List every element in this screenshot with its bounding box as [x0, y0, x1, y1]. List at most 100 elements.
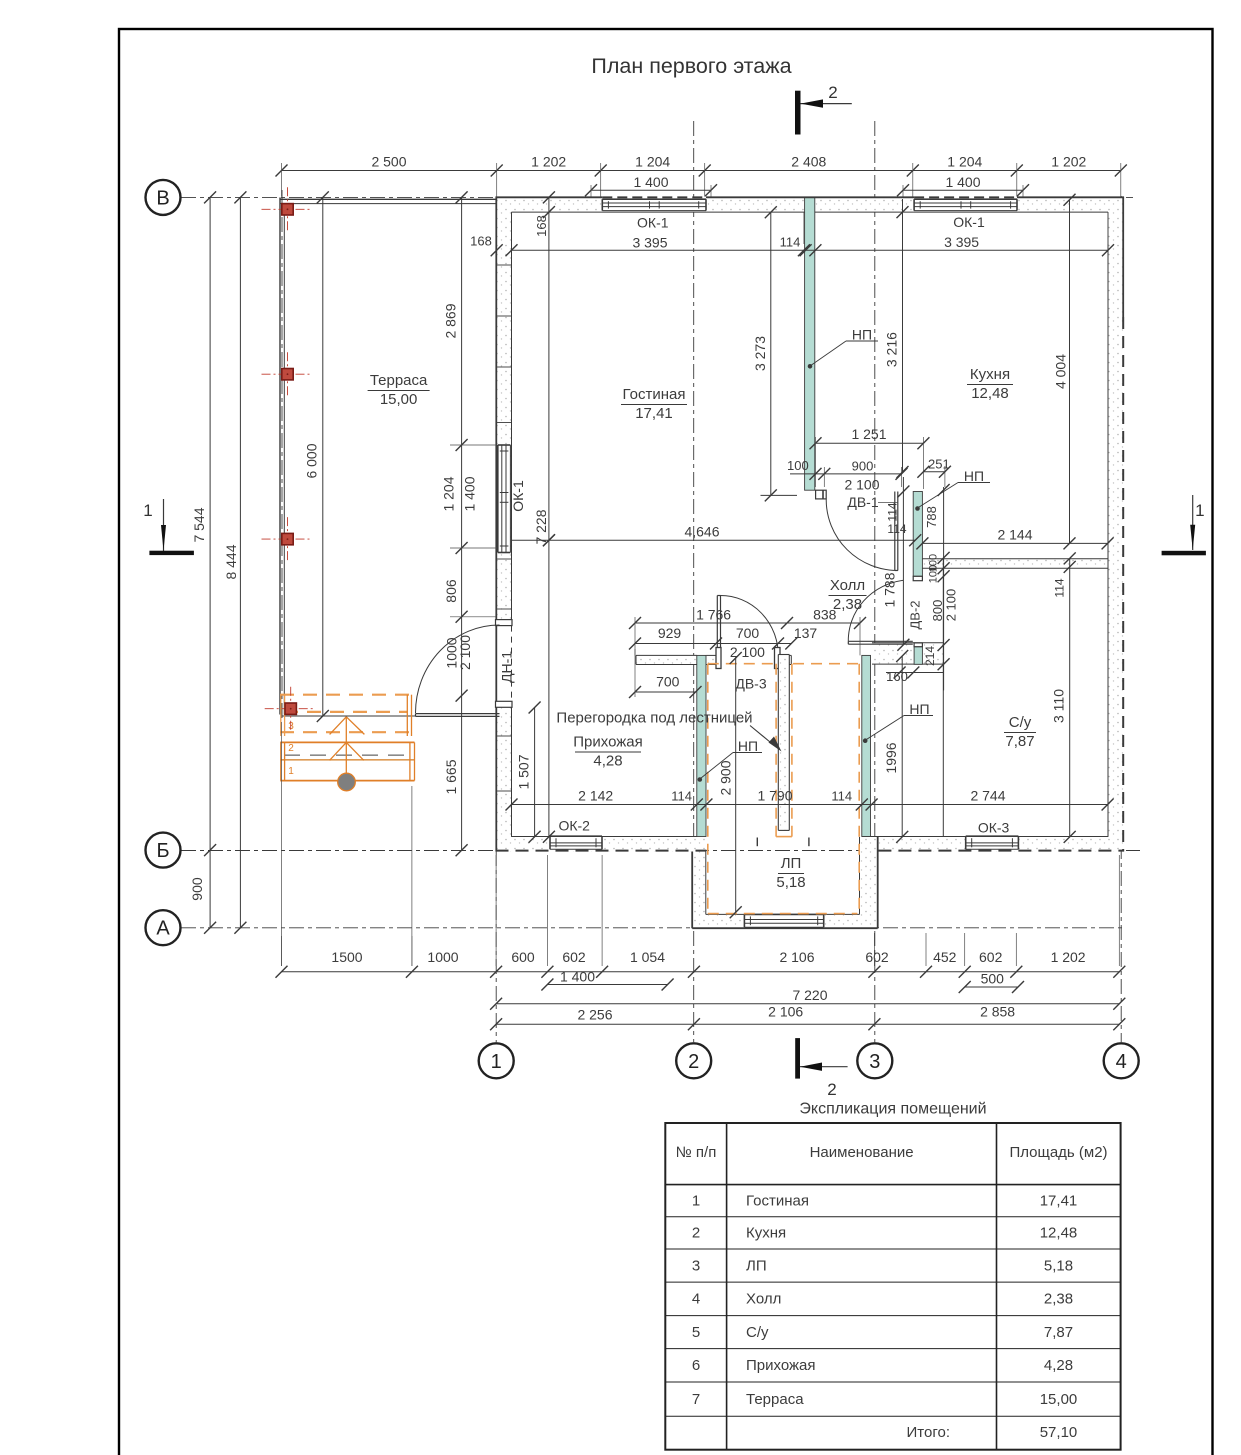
svg-text:12,48: 12,48	[1040, 1225, 1078, 1242]
svg-text:Итого:: Итого:	[907, 1424, 950, 1441]
svg-text:А: А	[156, 918, 170, 940]
svg-text:№ п/п: № п/п	[676, 1144, 717, 1161]
svg-text:602: 602	[865, 949, 889, 965]
svg-text:7 220: 7 220	[792, 987, 827, 1003]
svg-text:452: 452	[933, 949, 957, 965]
svg-text:100: 100	[787, 458, 809, 473]
svg-text:1000: 1000	[427, 949, 458, 965]
svg-text:5,18: 5,18	[1044, 1257, 1073, 1274]
svg-text:1 202: 1 202	[531, 154, 566, 170]
svg-text:114: 114	[1053, 578, 1067, 597]
svg-text:602: 602	[979, 949, 1003, 965]
svg-text:1 790: 1 790	[757, 787, 792, 803]
svg-text:700: 700	[736, 625, 760, 641]
svg-text:1 202: 1 202	[1051, 154, 1086, 170]
svg-text:2,38: 2,38	[1044, 1291, 1073, 1308]
svg-text:7: 7	[692, 1391, 700, 1408]
svg-text:3: 3	[692, 1257, 700, 1274]
svg-text:3: 3	[869, 1051, 880, 1073]
svg-text:214: 214	[923, 646, 937, 666]
svg-text:1 204: 1 204	[947, 154, 982, 170]
svg-text:806: 806	[443, 579, 459, 603]
svg-text:1 665: 1 665	[443, 759, 459, 794]
svg-text:НП: НП	[964, 468, 984, 484]
svg-text:4: 4	[1116, 1051, 1127, 1073]
svg-text:160: 160	[886, 669, 908, 684]
svg-text:5,18: 5,18	[776, 874, 805, 891]
svg-text:Гостиная: Гостиная	[746, 1193, 809, 1210]
svg-text:ОК-1: ОК-1	[953, 214, 985, 230]
svg-text:1 251: 1 251	[851, 426, 886, 442]
svg-text:7 228: 7 228	[533, 509, 549, 544]
svg-text:НП: НП	[738, 738, 758, 754]
svg-text:ЛП: ЛП	[781, 855, 802, 872]
svg-text:Холл: Холл	[830, 577, 865, 594]
svg-text:2: 2	[692, 1225, 700, 1242]
svg-text:2: 2	[828, 83, 837, 102]
svg-text:900: 900	[189, 877, 205, 901]
svg-text:2 100: 2 100	[943, 589, 958, 622]
svg-text:2 869: 2 869	[443, 303, 459, 338]
svg-text:2 256: 2 256	[577, 1007, 612, 1023]
svg-text:1 204: 1 204	[441, 476, 457, 511]
svg-text:1 202: 1 202	[1051, 949, 1086, 965]
svg-text:2: 2	[688, 1051, 699, 1073]
svg-text:3: 3	[288, 721, 294, 732]
svg-text:НП: НП	[852, 327, 872, 343]
svg-text:2 408: 2 408	[791, 154, 826, 170]
svg-text:2 106: 2 106	[768, 1004, 803, 1020]
svg-text:Экспликация помещений: Экспликация помещений	[799, 1101, 986, 1118]
svg-text:1 400: 1 400	[462, 476, 478, 511]
svg-text:Наименование: Наименование	[810, 1144, 914, 1161]
svg-text:1 400: 1 400	[945, 174, 980, 190]
svg-text:3 395: 3 395	[944, 234, 979, 250]
svg-text:План первого этажа: План первого этажа	[591, 54, 791, 78]
svg-text:С/у: С/у	[746, 1324, 769, 1341]
svg-text:114: 114	[887, 522, 906, 536]
svg-text:4: 4	[692, 1291, 700, 1308]
svg-text:3 216: 3 216	[883, 332, 899, 367]
svg-text:2: 2	[827, 1080, 836, 1099]
svg-text:800: 800	[930, 600, 945, 622]
svg-text:Терраса: Терраса	[746, 1391, 804, 1408]
svg-text:4,28: 4,28	[1044, 1357, 1073, 1374]
svg-text:1000: 1000	[444, 637, 460, 668]
svg-text:838: 838	[813, 607, 837, 623]
svg-text:7,87: 7,87	[1005, 733, 1034, 750]
svg-text:2: 2	[288, 743, 294, 754]
svg-text:Гостиная: Гостиная	[623, 386, 686, 403]
svg-text:1 204: 1 204	[635, 154, 670, 170]
svg-text:602: 602	[562, 949, 586, 965]
svg-text:ДН-1: ДН-1	[499, 651, 515, 683]
svg-text:114: 114	[831, 788, 852, 803]
svg-text:Площадь (м2): Площадь (м2)	[1009, 1144, 1107, 1161]
svg-text:1500: 1500	[331, 949, 362, 965]
svg-text:2 100: 2 100	[730, 644, 765, 660]
svg-text:100: 100	[928, 554, 940, 572]
svg-text:Перегородка под лестницей: Перегородка под лестницей	[556, 710, 752, 727]
svg-text:100: 100	[928, 565, 940, 583]
svg-text:4,28: 4,28	[593, 753, 622, 770]
svg-text:1996: 1996	[883, 742, 899, 773]
svg-text:2 744: 2 744	[970, 788, 1005, 804]
svg-text:2 142: 2 142	[578, 787, 613, 803]
svg-text:Кухня: Кухня	[746, 1225, 786, 1242]
svg-text:НП: НП	[909, 701, 929, 717]
svg-text:114: 114	[885, 502, 899, 521]
svg-text:1 766: 1 766	[696, 607, 731, 623]
svg-text:1: 1	[1195, 501, 1204, 520]
svg-text:Б: Б	[156, 840, 169, 862]
svg-text:2 100: 2 100	[457, 635, 473, 670]
svg-text:Кухня: Кухня	[970, 366, 1010, 383]
svg-text:3 395: 3 395	[632, 234, 667, 250]
svg-text:Терраса: Терраса	[370, 372, 428, 389]
svg-text:4 004: 4 004	[1052, 354, 1068, 389]
svg-text:В: В	[156, 187, 169, 209]
svg-text:2 858: 2 858	[980, 1004, 1015, 1020]
svg-text:ДВ-3: ДВ-3	[735, 676, 766, 692]
svg-text:2 106: 2 106	[779, 949, 814, 965]
svg-text:Прихожая: Прихожая	[746, 1357, 816, 1374]
svg-text:ОК-1: ОК-1	[637, 215, 669, 231]
svg-text:168: 168	[470, 234, 492, 249]
svg-text:929: 929	[658, 625, 682, 641]
